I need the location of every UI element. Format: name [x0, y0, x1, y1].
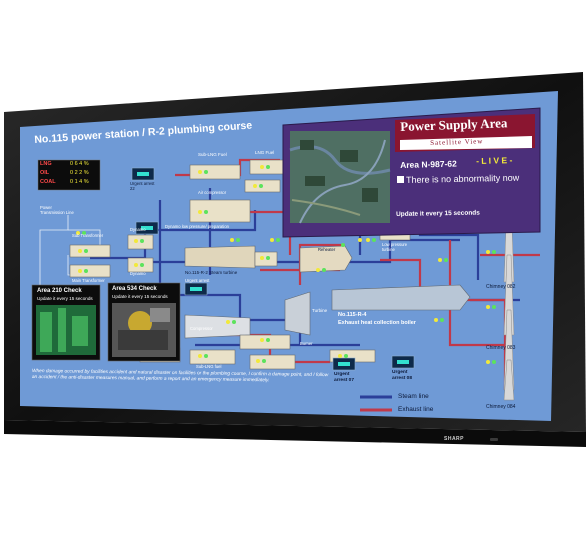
label-chimney-083: Chimney 083	[486, 345, 516, 351]
label-sub-transformer: Sub Transformer	[72, 233, 104, 238]
label-lng-fuel: LNG Fuel	[255, 150, 275, 155]
check-210-title: Area 210 Check	[37, 288, 82, 294]
label-chimney-084: Chimney 084	[486, 404, 516, 410]
fuel-readings-box	[37, 159, 101, 191]
label-urgent-arrest: Urgent arrest	[185, 278, 210, 283]
label-air-compressor: Air compressor	[198, 190, 227, 195]
brand-logo: SHARP	[444, 436, 465, 442]
plumbing-diagram	[39, 158, 540, 412]
label-urgent-arrest-08: Urgent arrest 08	[392, 370, 413, 381]
label-compressor: Compressor	[190, 326, 213, 331]
label-burner: Burner	[300, 341, 313, 346]
label-dynamo-low-pressure: Dynamo low pressure/ preparation	[165, 224, 230, 229]
status-square-icon	[397, 176, 404, 183]
label-turbine: Turbine	[312, 308, 328, 313]
legend-exhaust-label: Exhaust line	[398, 406, 434, 413]
fuel-label-oil: OIL	[40, 170, 50, 176]
fuel-label-lng: LNG	[40, 161, 52, 167]
check-210-note: Update it every 15 seconds	[37, 296, 93, 301]
label-boiler-name: Exhaust heat collection boiler	[338, 320, 416, 326]
label-boiler-id: No.115-R-4	[338, 312, 367, 318]
label-urgent-arrest-07: Urgent arrest 07	[334, 372, 355, 383]
power-button[interactable]	[490, 438, 498, 441]
exhaust-heat-boiler	[331, 284, 471, 311]
label-power-transmission: Power Transmission Line	[40, 205, 74, 215]
steam-turbine-shape	[184, 245, 256, 269]
label-dynamo-2: Dynamo	[130, 271, 146, 276]
check-534-title: Area 534 Check	[112, 286, 157, 292]
label-main-transformer: Main Transformer	[72, 278, 105, 283]
fuel-value-coal: 0 1 4 %	[70, 179, 89, 185]
fuel-value-oil: 0 2 2 %	[70, 170, 89, 176]
satellite-map-texture	[289, 131, 391, 224]
check-534-note: Update it every 15 seconds	[112, 294, 168, 299]
label-sub-lng-fuel: Sub-LNG Fuel	[198, 152, 227, 157]
turbine-shape	[284, 291, 311, 336]
label-steam-turbine: No.115-R-2 Steam turbine	[185, 270, 238, 275]
satellite-subtitle: Satellite View	[430, 137, 484, 147]
label-reheater: Reheater	[318, 247, 336, 252]
fuel-value-lng: 0 6 4 %	[70, 161, 89, 167]
label-sub-lng-fuel-2: Sub-LNG fuel	[196, 364, 222, 369]
satellite-update-note: Update it every 15 seconds	[396, 209, 480, 218]
satellite-area-label: Area N-987-62	[400, 158, 457, 170]
satellite-live-label: - L I V E -	[476, 155, 513, 166]
legend-steam-label: Steam line	[398, 393, 429, 400]
label-chimney-082: Chimney 082	[486, 284, 516, 290]
label-low-pressure-turbine: Low pressure turbine	[382, 242, 408, 252]
label-dynamo: Dynamo	[130, 227, 146, 232]
fuel-label-coal: COAL	[40, 179, 56, 185]
label-urgent-arrest-22: Urgent arrest 22	[130, 181, 155, 191]
